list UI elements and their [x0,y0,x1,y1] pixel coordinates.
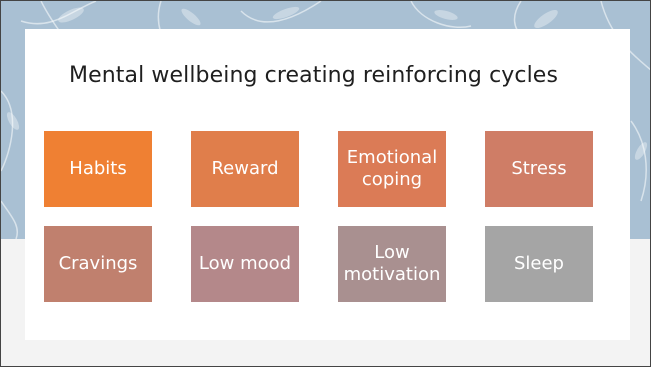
tile-emotional-coping: Emotional coping [338,131,446,207]
tile-label: Emotional coping [346,147,438,190]
tile-label: Sleep [513,253,564,274]
tile-stress: Stress [485,131,593,207]
tile-low-motivation: Low motivation [338,226,446,302]
tile-sleep: Sleep [485,226,593,302]
slide-title: Mental wellbeing creating reinforcing cy… [69,63,559,88]
tile-low-mood: Low mood [191,226,299,302]
tile-label: Habits [69,158,127,179]
tile-label: Stress [511,158,567,179]
tile-cravings: Cravings [44,226,152,302]
tile-label: Cravings [58,253,138,274]
tile-label: Low motivation [343,242,441,285]
tile-reward: Reward [191,131,299,207]
tile-label: Low mood [198,253,292,274]
tile-label: Reward [211,158,279,179]
tile-habits: Habits [44,131,152,207]
